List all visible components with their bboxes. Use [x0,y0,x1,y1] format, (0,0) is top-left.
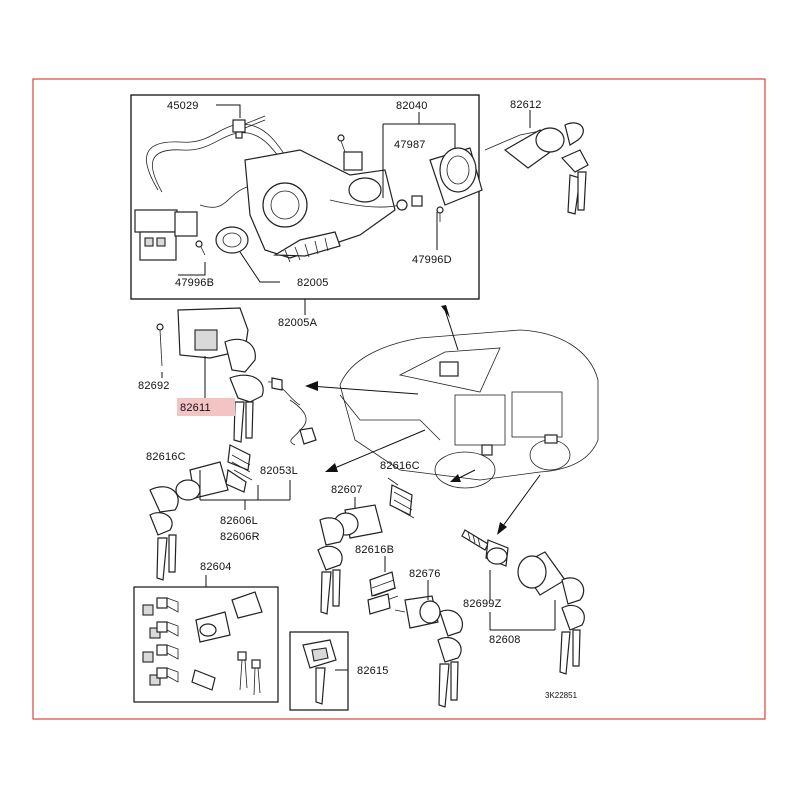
label-82611: 82611 [180,402,211,414]
door-cylinder-82612-drawing [484,122,589,215]
diagram-frame [32,78,766,720]
label-82604: 82604 [200,561,232,573]
label-82005: 82005 [297,277,329,289]
kit-82604-contents-drawing [142,591,263,696]
key-82615-drawing [302,639,337,705]
bolt-82699Z-drawing [461,529,509,567]
label-82616B: 82616B [355,544,394,556]
ignition-switch-82611-drawing [177,307,317,446]
door-lock-clip-82616C-left-drawing [225,444,253,493]
label-47996D: 47996D [412,254,452,266]
label-82615: 82615 [357,665,389,677]
label-82616C-left: 82616C [146,451,186,463]
label-82612: 82612 [510,99,542,111]
label-47996B: 47996B [175,277,214,289]
label-82699Z: 82699Z [463,598,502,610]
clip-82616C-right-drawing [387,477,415,519]
label-82611-highlight [177,398,235,416]
ignition-cylinder-drawing [429,147,483,206]
clip-82616B-drawing [367,571,399,615]
bolt-45029-drawing [232,115,266,139]
switch-component-drawing [329,134,423,211]
key-82615-box [289,631,349,711]
label-82607: 82607 [331,484,363,496]
label-82053L: 82053L [260,465,298,477]
label-82608: 82608 [489,634,521,646]
lock-housing-drawing [244,149,396,263]
label-82692: 82692 [138,380,170,392]
label-82616C-right: 82616C [380,460,420,472]
label-47987: 47987 [394,139,426,151]
label-82606R: 82606R [220,531,260,543]
label-45029: 45029 [167,100,199,112]
label-82040: 82040 [396,100,428,112]
connector-block-drawing [134,209,198,261]
screw-47996B-drawing [195,240,206,256]
label-82606L: 82606L [220,515,258,527]
screw-47996D-drawing [436,206,444,222]
label-82005A: 82005A [278,317,318,329]
cylinder-82005-drawing [215,226,249,254]
lock-cylinder-82607-drawing [317,504,383,615]
diagram-code: 3K22851 [545,691,578,700]
label-82676: 82676 [409,568,441,580]
lock-cylinder-82676-drawing [394,595,463,708]
tailgate-cylinder-82608-drawing [517,551,585,675]
screw-82692-drawing [156,323,164,367]
vehicle-outline-drawing [339,329,599,489]
